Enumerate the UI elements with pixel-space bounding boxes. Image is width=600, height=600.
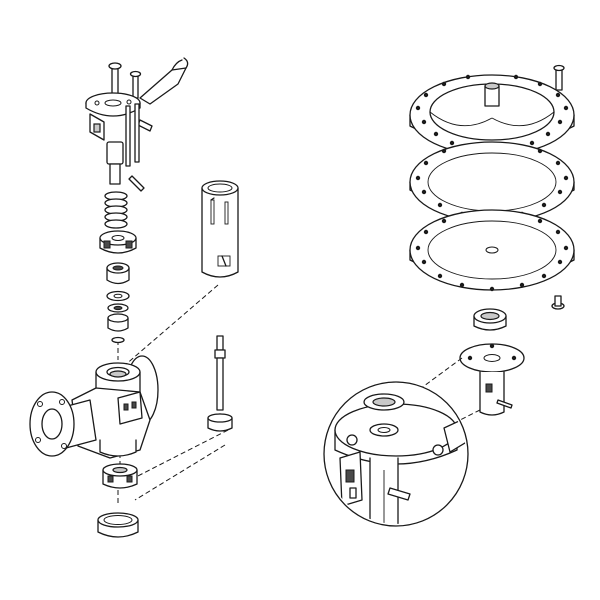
plug-icon <box>207 335 233 432</box>
valve-body-icon <box>29 355 159 459</box>
diaphragm-casing-lower-icon <box>409 209 575 310</box>
diaphragm-icon <box>409 141 575 223</box>
bushing-icon <box>473 308 507 331</box>
packing-ring-icon <box>106 262 130 344</box>
flange-icon <box>459 343 525 416</box>
nut-icon <box>99 230 137 254</box>
cage-sleeve-icon <box>201 180 239 278</box>
lower-casing-bolt-holes <box>415 218 569 292</box>
seat-ring-icon <box>97 463 139 538</box>
magnifier-detail-icon <box>323 381 469 527</box>
yoke-assembly-icon <box>85 57 189 167</box>
spring-stem-icon <box>104 141 145 229</box>
diaphragm-casing-icon <box>409 64 575 156</box>
